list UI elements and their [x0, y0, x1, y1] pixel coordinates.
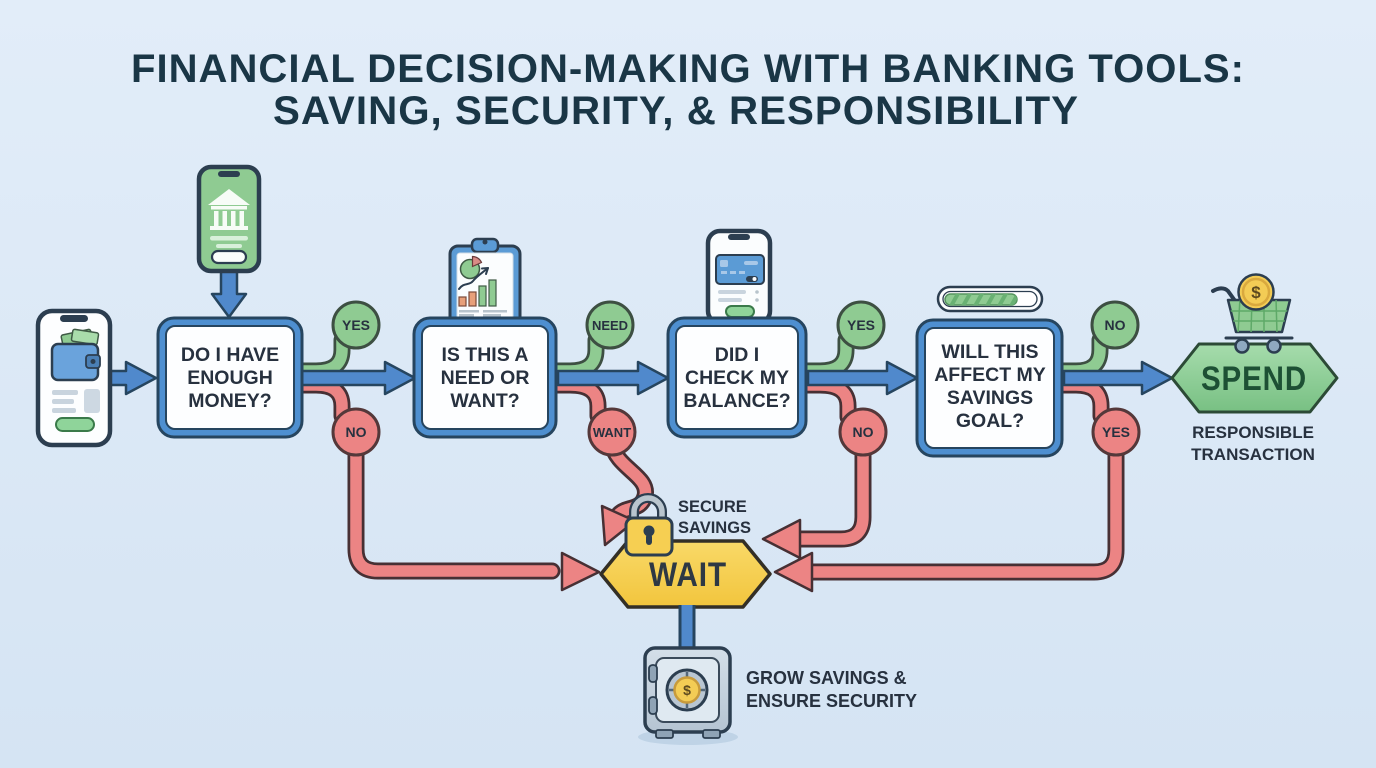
- pie-chart-icon: [459, 255, 483, 280]
- branch-no-1-label: NO: [346, 424, 367, 440]
- bank-building-icon: [208, 189, 250, 230]
- decision-2-line-1: IS THIS A: [441, 344, 528, 366]
- balance-phone-icon: [705, 228, 773, 326]
- safe-foot: [702, 729, 721, 739]
- spend-caption-line-2: TRANSACTION: [1191, 445, 1315, 464]
- wallet-phone-icon: [35, 308, 113, 448]
- safe-caption-line-1: GROW SAVINGS &: [746, 668, 907, 688]
- branch-yes-4-circle: [1091, 407, 1141, 457]
- branch-circles: YES NO NEED WANT YES NO NO YES: [331, 300, 1141, 457]
- page-title-line-1: FINANCIAL DECISION-MAKING WITH BANKING T…: [131, 47, 1245, 91]
- decision-3-line-1: DID I: [715, 344, 759, 366]
- progress-stripes: [948, 294, 1017, 305]
- decision-1-line-1: DO I HAVE: [181, 344, 279, 366]
- spending-chart-clipboard-icon: [448, 237, 522, 328]
- branch-need-label: NEED: [592, 318, 628, 333]
- savings-progress-bar-icon: [936, 285, 1044, 313]
- decision-4-line-3: SAVINGS: [947, 387, 1033, 409]
- cart-handle: [1211, 286, 1240, 307]
- decision-2-line-3: WANT?: [450, 390, 519, 412]
- decision-3-line-3: BALANCE?: [683, 390, 790, 412]
- clipboard-text-lines: [459, 310, 507, 317]
- safe-vault-icon: $: [638, 646, 738, 745]
- spend-label: SPEND: [1201, 360, 1307, 398]
- flow-arrow-2-3: [556, 360, 670, 396]
- shopping-cart-coin-icon: $: [1211, 273, 1294, 354]
- safe-dollar-symbol: $: [683, 682, 691, 698]
- branch-no-3-label: NO: [853, 424, 874, 440]
- decision-box-1: DO I HAVE ENOUGH MONEY?: [156, 316, 304, 439]
- branch-need-circle: [585, 300, 635, 350]
- coin-icon: $: [1237, 273, 1275, 311]
- decision-1-line-2: ENOUGH: [187, 367, 273, 389]
- cart-wheel: [1234, 338, 1250, 354]
- decision-box-2: IS THIS A NEED OR WANT?: [412, 316, 558, 439]
- safe-hinge: [648, 664, 658, 683]
- cart-wheel: [1266, 338, 1282, 354]
- wait-label: WAIT: [649, 556, 727, 594]
- branch-no-4-label: NO: [1105, 317, 1126, 333]
- decision-4-line-4: GOAL?: [956, 410, 1024, 432]
- decision-3-line-2: CHECK MY: [685, 367, 789, 389]
- wait-caption-line-2: SAVINGS: [678, 519, 751, 537]
- decision-2-line-2: NEED OR: [441, 367, 530, 389]
- decision-4-line-1: WILL THIS: [941, 341, 1038, 363]
- phone-notch: [60, 315, 88, 322]
- branch-yes-4-label: YES: [1102, 424, 1130, 440]
- flow-arrow-3-4: [806, 360, 919, 396]
- flow-arrow-1-2: [300, 360, 417, 396]
- branch-yes-3-label: YES: [847, 317, 875, 333]
- no-3-arrowhead: [761, 518, 802, 560]
- credit-card-icon: [715, 254, 765, 285]
- safe-caption-line-2: ENSURE SECURITY: [746, 691, 917, 711]
- wait-caption-line-1: SECURE: [678, 498, 747, 516]
- decision-4-line-2: AFFECT MY: [934, 364, 1046, 386]
- flow-arrow-4-spend: [1062, 360, 1174, 396]
- branch-yes-1-circle: [331, 300, 381, 350]
- main-flow-arrows: [106, 268, 1174, 396]
- spend-caption-line-1: RESPONSIBLE: [1192, 423, 1314, 442]
- branch-want-label: WANT: [593, 425, 631, 440]
- bar-chart-icon: [458, 279, 497, 307]
- safe-hinge: [648, 696, 658, 715]
- branch-no-3-circle: [838, 407, 888, 457]
- branch-want-circle: [587, 407, 637, 457]
- wallet-icon: [50, 328, 101, 382]
- branch-yes-1-label: YES: [342, 317, 370, 333]
- coin-dollar-symbol: $: [1251, 283, 1261, 302]
- phone-notch: [728, 234, 750, 240]
- no-1-arrowhead: [560, 551, 601, 592]
- trend-arrow-icon: [458, 267, 489, 290]
- want-arrowhead: [600, 504, 637, 547]
- yes-4-arrowhead: [773, 551, 814, 593]
- branch-no-4-circle: [1090, 300, 1140, 350]
- decision-box-4: WILL THIS AFFECT MY SAVINGS GOAL?: [915, 318, 1064, 458]
- safe-foot: [655, 729, 674, 739]
- spend-node: SPEND: [1170, 342, 1339, 414]
- decision-box-3: DID I CHECK MY BALANCE?: [666, 316, 808, 439]
- bank-app-phone-icon: [196, 164, 262, 274]
- phone-notch: [218, 171, 240, 177]
- safe-dial: $: [665, 668, 709, 712]
- bank-phone-down-arrow: [210, 268, 248, 319]
- page-title-line-2: SAVING, SECURITY, & RESPONSIBILITY: [273, 89, 1079, 133]
- branch-yes-3-circle: [836, 300, 886, 350]
- branch-no-1-circle: [331, 407, 381, 457]
- decision-1-line-3: MONEY?: [188, 390, 271, 412]
- padlock-icon: [624, 493, 674, 557]
